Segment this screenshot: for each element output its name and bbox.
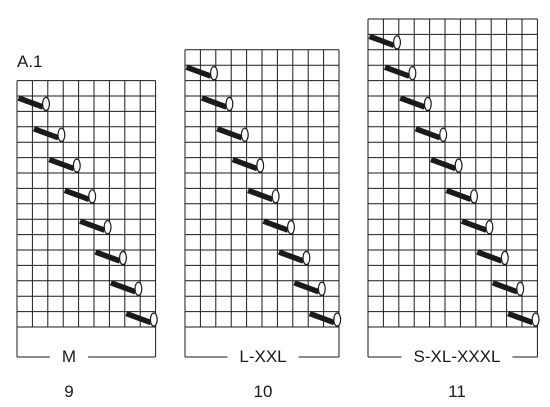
cable-loop bbox=[72, 158, 81, 173]
cable-stitch-icon bbox=[262, 218, 296, 235]
cable-bar bbox=[216, 126, 243, 141]
cable-stitch-icon bbox=[231, 157, 265, 173]
cable-bar bbox=[17, 95, 44, 110]
cable-stitch-icon bbox=[460, 218, 494, 235]
cable-bar bbox=[109, 280, 137, 295]
cable-bar bbox=[94, 249, 121, 264]
cable-stitch-icon bbox=[476, 249, 509, 266]
size-bracket bbox=[184, 327, 340, 358]
cable-loop bbox=[333, 312, 342, 327]
cable-stitch-icon bbox=[445, 187, 479, 204]
cable-bar bbox=[277, 249, 305, 264]
cable-stitch-icon bbox=[125, 311, 158, 327]
size-label: M bbox=[62, 347, 76, 366]
cable-bar bbox=[293, 280, 320, 295]
cable-bar bbox=[430, 157, 457, 172]
size-bracket bbox=[367, 327, 538, 358]
size-chart-2: L-XXL 10 bbox=[184, 49, 342, 401]
cable-bar bbox=[414, 126, 442, 141]
chart-grid bbox=[367, 18, 538, 328]
cable-stitch-icon bbox=[277, 249, 311, 266]
cable-bar bbox=[399, 95, 426, 110]
cable-stitch-icon bbox=[491, 280, 525, 296]
cable-loop bbox=[118, 250, 127, 266]
cable-loop bbox=[134, 281, 143, 296]
cable-stitch-icon bbox=[63, 187, 97, 204]
cable-stitch-icon bbox=[430, 157, 463, 173]
cable-stitch-icon bbox=[185, 64, 219, 81]
cable-stitch-icon bbox=[368, 33, 402, 50]
cable-loop bbox=[240, 127, 249, 142]
size-bracket bbox=[16, 327, 157, 358]
stitch-count: 10 bbox=[254, 382, 273, 401]
cable-bar bbox=[460, 218, 488, 233]
cable-loop bbox=[531, 312, 540, 327]
cable-bar bbox=[445, 187, 472, 202]
chart-title: A.1 bbox=[17, 52, 43, 71]
cable-stitch-icon bbox=[94, 249, 127, 266]
size-chart-1: M9 bbox=[16, 80, 158, 401]
cable-loop bbox=[423, 96, 432, 112]
cable-loop bbox=[41, 96, 50, 112]
cable-stitch-icon bbox=[247, 187, 280, 204]
cable-loop bbox=[210, 65, 219, 81]
cable-bar bbox=[48, 157, 75, 172]
cable-loop bbox=[225, 96, 234, 112]
cable-stitch-icon bbox=[48, 157, 81, 173]
cable-bar bbox=[185, 64, 212, 79]
cable-loop bbox=[88, 189, 97, 204]
cable-loop bbox=[439, 127, 448, 142]
cable-loop bbox=[256, 158, 265, 173]
stitch-count: 11 bbox=[448, 382, 466, 401]
cable-bar bbox=[200, 95, 228, 110]
cable-loop bbox=[317, 281, 326, 296]
cable-stitch-icon bbox=[308, 311, 342, 327]
chart-grid bbox=[184, 49, 340, 328]
cable-stitch-icon bbox=[216, 126, 249, 142]
cable-stitch-icon bbox=[79, 218, 112, 235]
cable-bar bbox=[63, 187, 91, 202]
cable-loop bbox=[149, 312, 158, 327]
cable-stitch-icon bbox=[32, 126, 66, 142]
cable-loop bbox=[57, 127, 66, 142]
cable-stitch-icon bbox=[399, 95, 432, 112]
cable-loop bbox=[454, 158, 463, 173]
cable-stitch-icon bbox=[414, 126, 448, 142]
cable-loop bbox=[302, 250, 311, 266]
cable-stitch-icon bbox=[293, 280, 326, 296]
cable-loop bbox=[500, 250, 509, 266]
cable-stitch-icon bbox=[507, 311, 540, 327]
cable-stitch-icon bbox=[200, 95, 234, 112]
cable-loop bbox=[408, 65, 417, 81]
cable-loop bbox=[470, 189, 479, 204]
cable-bar bbox=[125, 311, 152, 326]
cable-stitch-icon bbox=[17, 95, 50, 112]
stitch-count: 9 bbox=[64, 382, 73, 401]
cable-loop bbox=[271, 189, 280, 204]
cable-bar bbox=[262, 218, 289, 233]
cable-stitch-icon bbox=[383, 64, 417, 81]
cable-loop bbox=[393, 35, 402, 50]
cable-loop bbox=[485, 219, 494, 235]
size-chart-3: S-XL-XXXL 11 bbox=[367, 18, 540, 401]
cable-bar bbox=[507, 311, 534, 326]
cable-bar bbox=[308, 311, 336, 326]
size-label: L-XXL bbox=[239, 347, 286, 366]
cable-loop bbox=[103, 219, 112, 235]
cable-bar bbox=[231, 157, 259, 172]
cable-loop bbox=[516, 281, 525, 296]
cable-bar bbox=[32, 126, 60, 141]
cable-bar bbox=[368, 33, 395, 48]
cable-bar bbox=[79, 218, 106, 233]
cable-bar bbox=[476, 249, 503, 264]
cable-bar bbox=[491, 280, 519, 295]
size-label: S-XL-XXXL bbox=[414, 347, 501, 366]
cable-stitch-icon bbox=[109, 280, 143, 296]
chart-grid bbox=[16, 80, 157, 328]
cable-loop bbox=[287, 219, 296, 235]
cable-bar bbox=[247, 187, 274, 202]
cable-bar bbox=[383, 64, 411, 79]
